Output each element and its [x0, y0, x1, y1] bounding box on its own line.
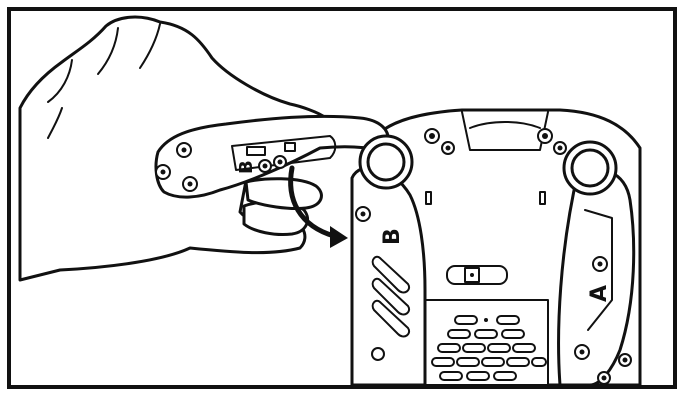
body-left-panel: B: [350, 166, 427, 387]
right-thumbstick-icon: [562, 140, 618, 196]
illustration-frame: [7, 7, 677, 389]
right-grip-a-label: A: [587, 285, 612, 302]
left-thumbstick-icon: [358, 134, 414, 190]
right-grip-a: A: [557, 167, 636, 387]
keypad-buttons: [431, 315, 547, 381]
left-grip-b: B: [154, 114, 390, 199]
left-grip-b-label: B: [236, 160, 257, 174]
body-panel-b-label: B: [380, 228, 405, 245]
curved-arrow-icon: [288, 165, 348, 248]
